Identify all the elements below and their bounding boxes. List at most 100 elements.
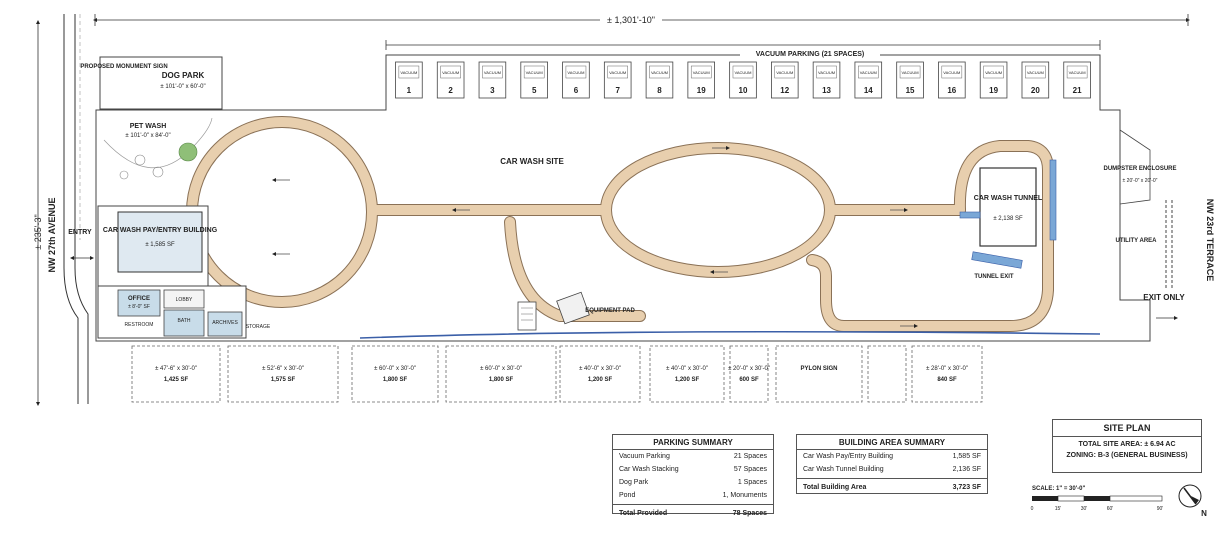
vacuum-space-number: 15 [906, 86, 915, 95]
entry-label: ENTRY [68, 229, 92, 236]
room-storage: STORAGE [246, 324, 271, 330]
outparcel-size: PYLON SIGN [800, 366, 837, 372]
office-wing: OFFICE ± 8'-0" SF LOBBY BATH ARCHIVES RE… [97, 285, 271, 339]
outparcel-area: 840 SF [937, 377, 957, 383]
building-area-summary-table: BUILDING AREA SUMMARY Car Wash Pay/Entry… [796, 434, 988, 494]
vacuum-space-label: VACUUM [400, 70, 417, 75]
vacuum-space: VACUUM 6 [562, 61, 590, 99]
vacuum-space-number: 3 [490, 86, 495, 95]
vacuum-space-number: 13 [822, 86, 831, 95]
outparcel-area: 1,800 SF [383, 377, 408, 383]
outparcel-size: ± 60'-0" x 30'-0" [480, 366, 522, 372]
north-arrow-icon: N [1178, 484, 1207, 518]
utility-area-label: UTILITY AREA [1115, 238, 1157, 244]
room-archives: ARCHIVES [212, 320, 238, 326]
vacuum-space-label: VACUUM [693, 70, 710, 75]
outparcel: ± 40'-0" x 30'-0" 1,200 SF [649, 345, 725, 403]
outparcel: ± 20'-0" x 30'-0"600 SF [728, 345, 770, 403]
vacuum-space-number: 5 [532, 86, 537, 95]
office-label: OFFICE [128, 296, 150, 302]
nw-27th-avenue-road: NW 27th AVENUE [47, 14, 89, 404]
tunnel-exit-label: TUNNEL EXIT [974, 274, 1014, 280]
outparcel: ± 60'-0" x 30'-0" 1,800 SF [445, 345, 557, 403]
room-restroom: RESTROOM [125, 322, 154, 328]
overall-depth-dimension: ± 235'-3" [33, 20, 43, 406]
overall-width-dimension: ± 1,301'-10" [93, 13, 1190, 26]
vacuum-space-label: VACUUM [651, 70, 668, 75]
drainage-swale [359, 330, 1101, 339]
outparcel-area: 1,575 SF [271, 377, 296, 383]
scale-label: SCALE: 1" = 30'-0" [1032, 486, 1085, 492]
outparcel-size: ± 40'-0" x 30'-0" [666, 366, 708, 372]
vacuum-spaces: VACUUM1VACUUM2VACUUM3VACUUM5VACUUM6VACUU… [395, 61, 1091, 99]
vacuum-parking-row: VACUUM PARKING (21 SPACES) [385, 40, 1101, 58]
vacuum-space: VACUUM 3 [478, 61, 507, 99]
vacuum-space-label: VACUUM [943, 70, 960, 75]
car-wash-site-text: CAR WASH SITE [500, 157, 564, 166]
pet-wash-size: ± 101'-0" x 84'-0" [125, 133, 170, 139]
vacuum-space-label: VACUUM [776, 70, 793, 75]
building-summary-title: BUILDING AREA SUMMARY [797, 435, 987, 450]
vacuum-space-number: 8 [657, 86, 662, 95]
vacuum-space-label: VACUUM [609, 70, 626, 75]
outparcel-size: ± 47'-6" x 30'-0" [155, 366, 197, 372]
scale-bar: SCALE: 1" = 30'-0" 0 15' 30' 60' 90' [1031, 486, 1164, 512]
street-right-label: NW 23rd TERRACE [1205, 199, 1215, 282]
vacuum-space-number: 2 [448, 86, 453, 95]
site-plan-title-block: SITE PLAN TOTAL SITE AREA: ± 6.94 AC ZON… [1052, 419, 1202, 473]
vacuum-space-number: 19 [697, 86, 706, 95]
traffic-arrows [272, 146, 918, 328]
north-label: N [1201, 509, 1207, 518]
pet-wash: PET WASH ± 101'-0" x 84'-0" [103, 117, 213, 180]
dog-park: PROPOSED MONUMENT SIGN DOG PARK ± 101'-0… [80, 56, 223, 110]
overall-depth-label: ± 235'-3" [33, 214, 43, 249]
street-left-label: NW 27th AVENUE [47, 197, 57, 272]
parking-summary-title: PARKING SUMMARY [613, 435, 773, 450]
vacuum-space: VACUUM 19 [687, 61, 716, 99]
outparcel: ± 40'-0" x 30'-0"1,200 SF [559, 345, 641, 403]
outparcel-size: ± 28'-0" x 30'-0" [926, 366, 968, 372]
zoning: ZONING: B-3 (GENERAL BUSINESS) [1066, 452, 1188, 459]
equipment-pad: EQUIPMENT PAD [517, 291, 635, 331]
vacuum-space-number: 16 [947, 86, 956, 95]
site-plan-title: SITE PLAN [1053, 420, 1201, 437]
vacuum-title: VACUUM PARKING (21 SPACES) [756, 51, 865, 58]
property-line [95, 54, 1151, 342]
vacuum-space-number: 10 [739, 86, 748, 95]
outparcel-area: 1,800 SF [489, 377, 514, 383]
pay-entry-building: CAR WASH PAY/ENTRY BUILDING ± 1,585 SF [97, 205, 218, 287]
equipment-pad-label: EQUIPMENT PAD [585, 308, 635, 314]
room-lobby: LOBBY [176, 297, 193, 303]
vacuum-space-label: VACUUM [567, 70, 584, 75]
vacuum-space-number: 14 [864, 86, 873, 95]
outparcel-size: ± 40'-0" x 30'-0" [579, 366, 621, 372]
outparcel: ± 47'-6" x 30'-0"1,425 SF [131, 345, 221, 403]
outparcel-area: 1,200 SF [675, 377, 700, 383]
scale-tick-1: 15' [1055, 506, 1062, 512]
vacuum-space-number: 1 [407, 86, 412, 95]
vacuum-space-number: 6 [574, 86, 579, 95]
outparcel [867, 345, 907, 403]
pet-wash-label: PET WASH [130, 123, 167, 130]
car-wash-site-label: CAR WASH SITE [500, 157, 564, 166]
vacuum-space-label: VACUUM [484, 70, 501, 75]
outparcels: ± 47'-6" x 30'-0"1,425 SF± 52'-6" x 30'-… [131, 345, 983, 403]
pay-building-label: CAR WASH PAY/ENTRY BUILDING [103, 227, 218, 234]
vacuum-space-number: 21 [1073, 86, 1082, 95]
outparcel: ± 60'-0" x 30'-0"1,800 SF [351, 345, 439, 403]
vacuum-space: VACUUM 8 [645, 61, 674, 99]
